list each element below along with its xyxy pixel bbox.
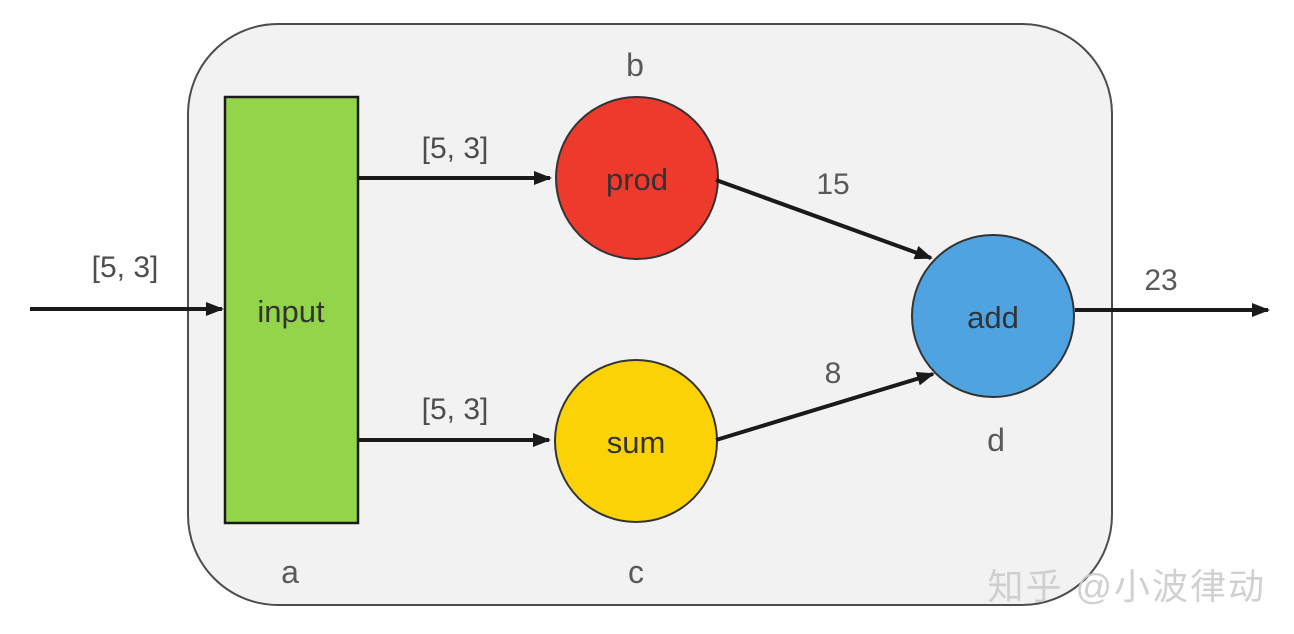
- edge-label-prod-to-add: 15: [816, 168, 849, 201]
- edge-label-input-to-sum: [5, 3]: [422, 393, 489, 426]
- graph-boundary-box: [187, 23, 1113, 606]
- edge-label-add-to-output: 23: [1144, 264, 1177, 297]
- node-prod: [555, 96, 719, 260]
- node-input-label: input: [257, 294, 325, 329]
- tag-b: b: [626, 47, 644, 83]
- edge-label-sum-to-add: 8: [825, 357, 842, 390]
- tag-c: c: [628, 554, 644, 590]
- node-prod-label: prod: [606, 162, 668, 197]
- node-add: [911, 234, 1075, 398]
- edge-prod-to-add: [715, 178, 933, 260]
- node-sum-label: sum: [607, 425, 666, 460]
- edge-label-input-to-prod: [5, 3]: [422, 132, 489, 165]
- node-add-label: add: [967, 300, 1019, 335]
- tag-d: d: [987, 422, 1005, 458]
- edge-sum-to-add: [715, 371, 935, 442]
- node-input: [223, 95, 360, 525]
- tag-a: a: [281, 554, 299, 590]
- edge-label-source-to-input: [5, 3]: [92, 251, 159, 284]
- watermark-text: 知乎 @小波律动: [987, 566, 1266, 607]
